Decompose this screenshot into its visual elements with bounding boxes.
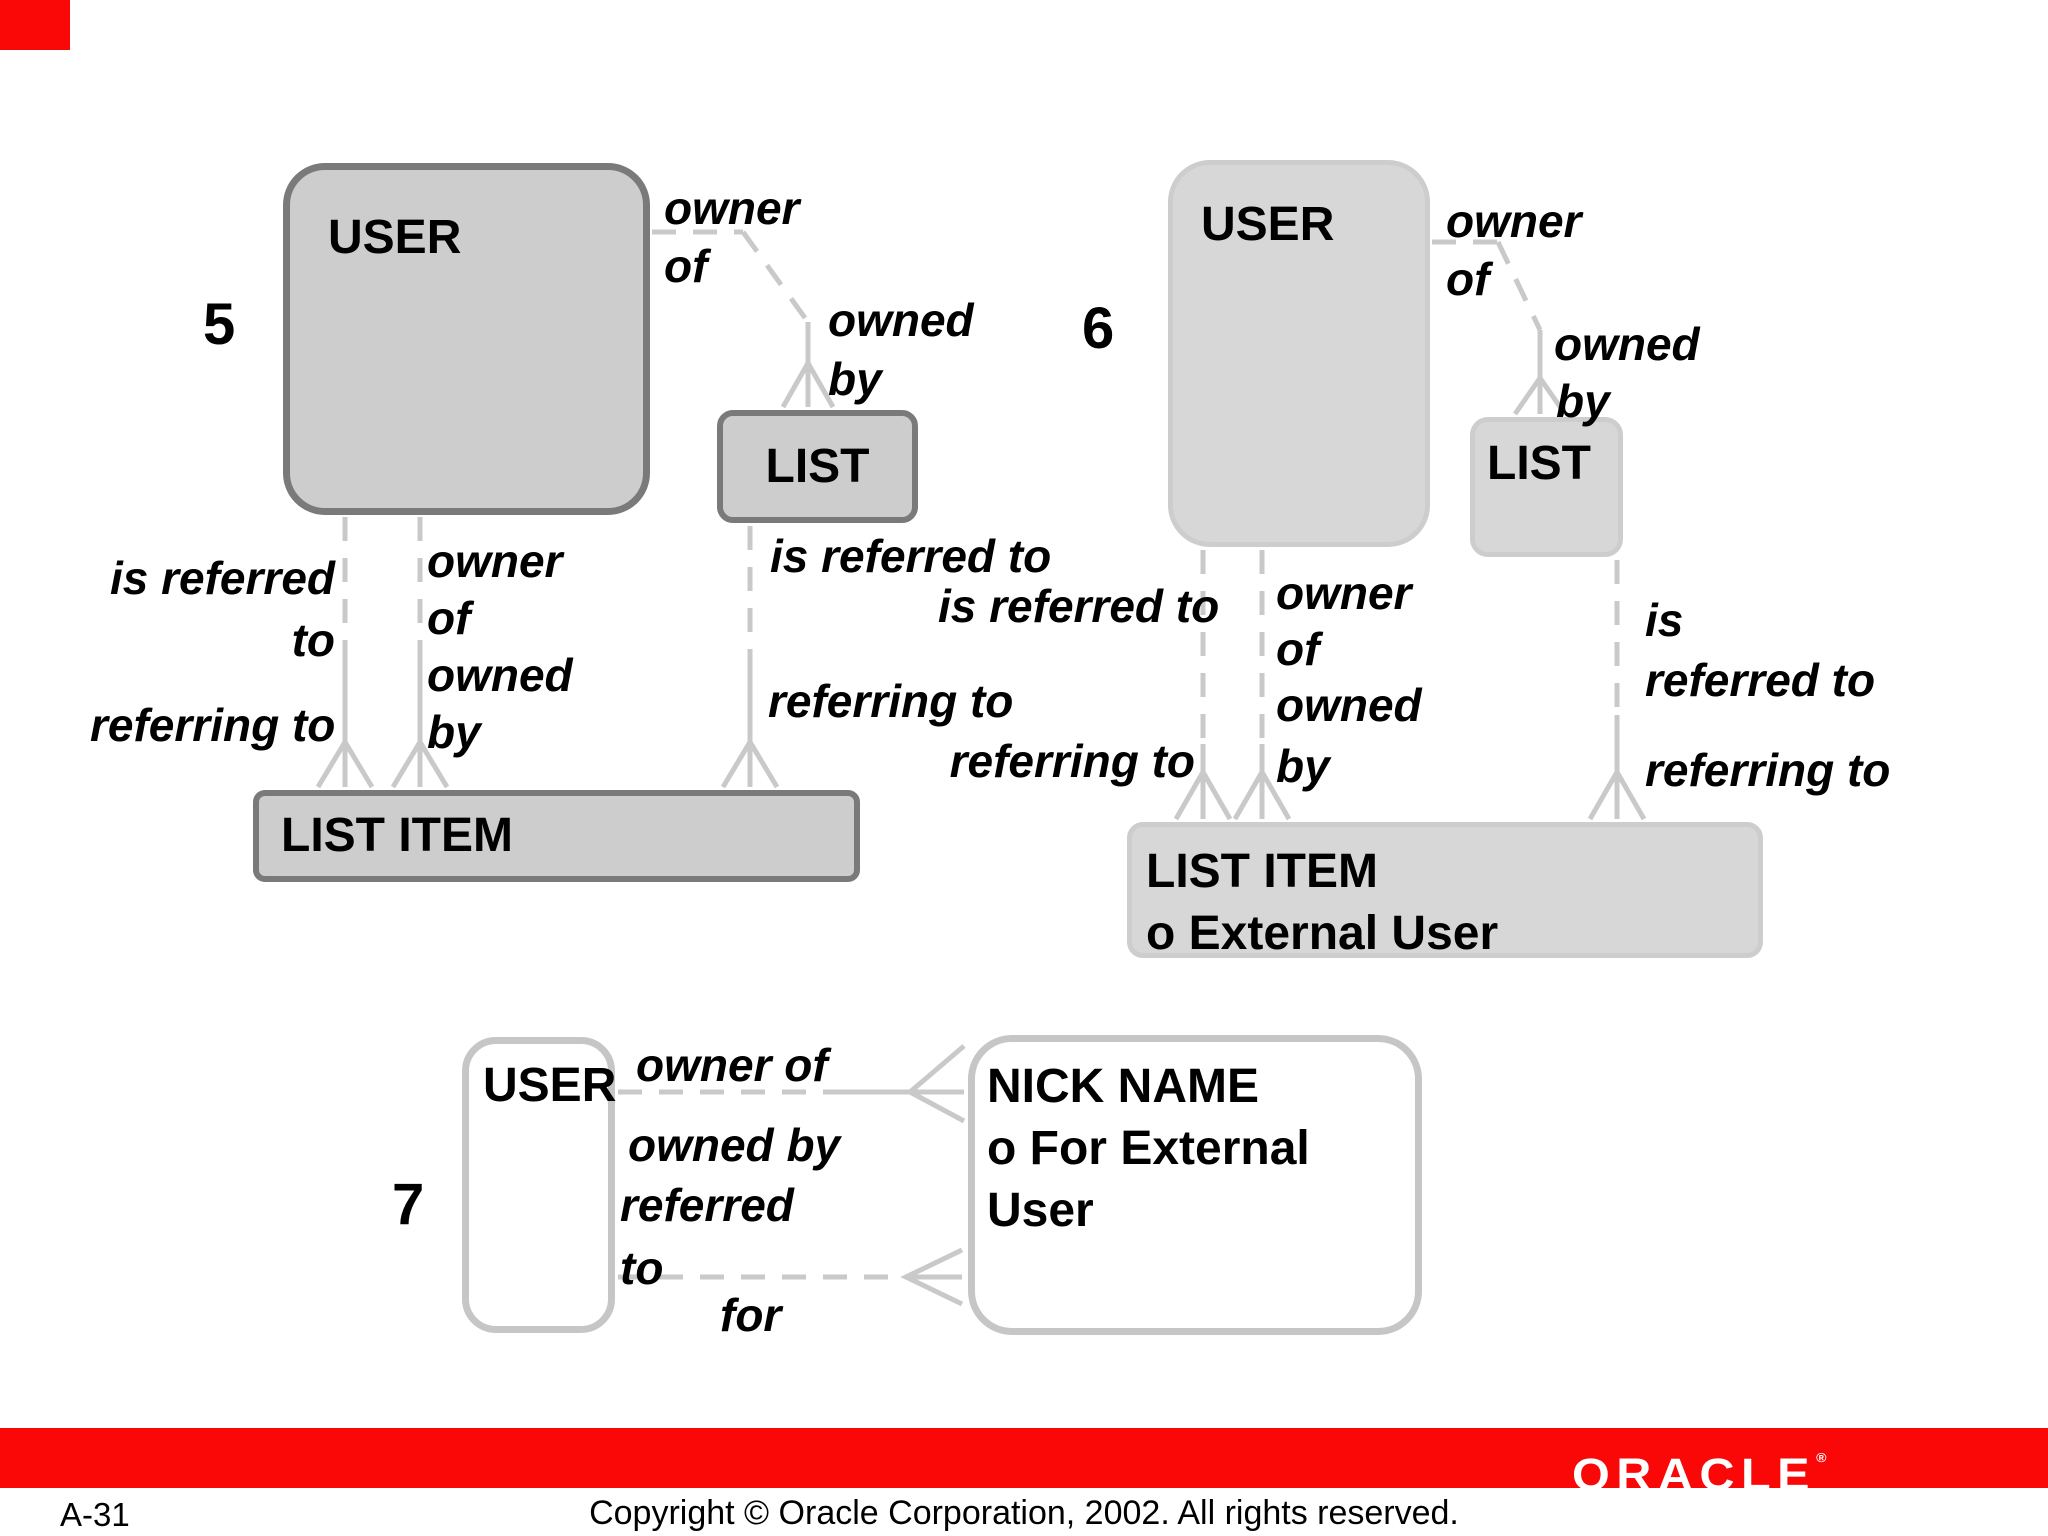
d6-mid-owner: owner	[1276, 567, 1412, 619]
d6-of: of	[1446, 253, 1490, 305]
d7-number: 7	[392, 1172, 425, 1237]
d7-for: for	[720, 1289, 782, 1341]
copyright: Copyright © Oracle Corporation, 2002. Al…	[589, 1494, 1459, 1532]
d5-user-label: USER	[328, 211, 462, 264]
d5-mid-owner: owner	[427, 535, 563, 587]
d5-of: of	[664, 240, 708, 292]
d6-number: 6	[1082, 296, 1115, 361]
d6-referring-to: referring to	[949, 735, 1195, 787]
d5-by: by	[828, 353, 882, 405]
registered-trademark-icon: ®	[1816, 1450, 1827, 1465]
d5-mid-owned: owned	[427, 649, 573, 701]
d5-user-list-diagonal-dashed	[740, 230, 811, 324]
d6-user-item-crowfoot2	[1232, 766, 1292, 821]
d6-user-list-crowfoot	[1512, 373, 1568, 416]
d5-list-referring-to: referring to	[768, 675, 1014, 727]
d6-listitem-attribute: o External User	[1146, 907, 1499, 960]
d6-list-label: LIST	[1487, 437, 1591, 490]
d5-user-box: USER	[283, 163, 650, 515]
d7-nick-label: NICK NAME	[987, 1060, 1259, 1113]
page-number: A-31	[60, 1496, 130, 1533]
d7-nick-attribute: o For External User	[987, 1122, 1310, 1237]
d5-mid-by: by	[427, 706, 481, 758]
d6-is-referred-to: is referred to	[938, 580, 1220, 632]
d7-for-crowfoot	[900, 1247, 964, 1307]
d5-owner: owner	[664, 182, 800, 234]
d5-is-referred: is referred	[109, 552, 335, 604]
d5-user-list-crowfoot	[780, 357, 836, 409]
d7-to: to	[620, 1242, 664, 1294]
d6-listitem-label: LIST ITEM	[1146, 845, 1378, 898]
d6-user-list-diagonal-dashed	[1495, 240, 1543, 332]
d5-list-is-referred-to: is referred to	[770, 530, 1052, 582]
d6-right-referred-to: referred to	[1645, 654, 1876, 706]
d5-number: 5	[203, 292, 236, 357]
d5-list-label: LIST	[765, 439, 870, 493]
d7-user-label: USER	[483, 1059, 617, 1112]
d5-listitem-label: LIST ITEM	[281, 809, 513, 862]
d7-referred: referred	[620, 1179, 794, 1231]
d7-nick-box: NICK NAME o For External User	[968, 1035, 1422, 1335]
d6-owned: owned	[1554, 318, 1700, 370]
d5-listitem-box: LIST ITEM	[253, 790, 860, 882]
d6-right-is: is	[1645, 594, 1684, 646]
d6-listitem-box: LIST ITEM o External User	[1127, 822, 1763, 960]
d6-user-label: USER	[1201, 198, 1335, 251]
d6-by: by	[1556, 375, 1610, 427]
d6-user-item-crowfoot1	[1173, 766, 1233, 821]
d6-owner: owner	[1446, 195, 1582, 247]
d6-user-box: USER	[1168, 160, 1430, 547]
d6-mid-of: of	[1276, 623, 1320, 675]
d5-mid-of: of	[427, 592, 471, 644]
footer-bar	[0, 1428, 2048, 1488]
d7-user-box: USER	[462, 1037, 617, 1333]
d5-list-item-crowfoot	[720, 737, 780, 789]
d6-list-item-crowfoot	[1587, 766, 1647, 821]
oracle-logo-text: ORACLE	[1572, 1449, 1817, 1500]
d7-owner-of: owner of	[636, 1039, 828, 1091]
d5-list-box: LIST	[717, 410, 918, 523]
d5-referring-to: referring to	[90, 699, 336, 751]
d7-owner-crowfoot	[905, 1044, 966, 1124]
d5-user-item-crowfoot1	[315, 737, 375, 789]
d6-list-box: LIST	[1470, 417, 1623, 557]
d6-mid-by: by	[1276, 740, 1330, 792]
d6-mid-owned: owned	[1276, 679, 1422, 731]
corner-mark	[0, 0, 70, 50]
oracle-logo: ORACLE®	[1572, 1433, 1826, 1500]
d7-owned-by: owned by	[628, 1119, 841, 1171]
d5-user-item-crowfoot2	[390, 737, 450, 789]
d6-right-referring-to: referring to	[1645, 744, 1891, 796]
d5-owned: owned	[828, 294, 974, 346]
d5-to: to	[291, 614, 335, 666]
